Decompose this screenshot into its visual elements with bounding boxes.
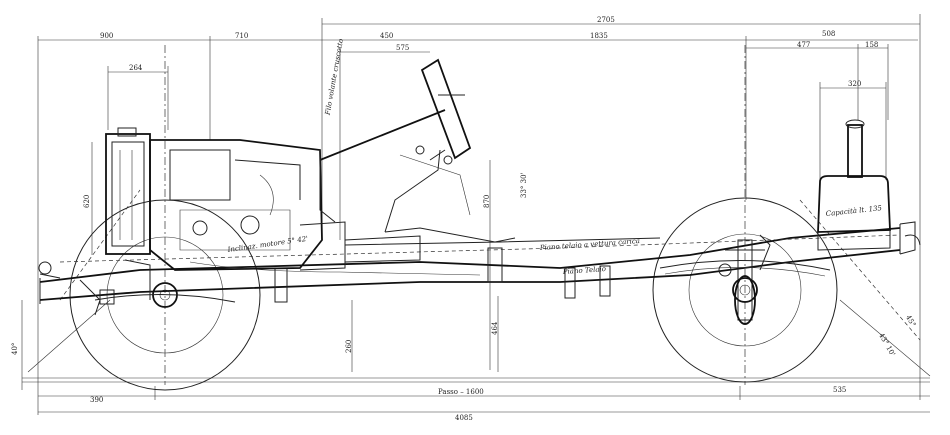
dim-front-overhang-top: 900 — [100, 32, 113, 40]
dim-approach-angle: 40° — [11, 343, 19, 355]
dim-steering-rake: 33° 30' — [520, 172, 528, 198]
dim-seat-offset: 575 — [396, 44, 409, 52]
rear-suspension — [718, 221, 921, 325]
engine-assembly — [105, 127, 481, 276]
steering-label: Filo volante cruscotto — [324, 38, 345, 117]
frame-plane-label: Piano Telaio — [562, 265, 607, 276]
dim-tank-width: 320 — [848, 80, 861, 88]
dim-radiator-height: 620 — [83, 195, 91, 208]
dim-wheelbase-top: 1835 — [590, 32, 608, 40]
dimension-labels: 2705 900 710 450 575 1835 508 477 158 32… — [11, 16, 917, 422]
tank-capacity-label: Capacità lt. 135 — [825, 204, 882, 218]
fuel-tank — [817, 119, 891, 251]
rear-wheel — [652, 197, 838, 383]
dim-rear-b: 158 — [865, 41, 878, 49]
dimension-lines — [21, 14, 931, 415]
dim-front-overhang-bottom: 390 — [90, 396, 103, 404]
front-details — [38, 259, 151, 316]
dim-radiator-offset: 264 — [129, 64, 143, 72]
chassis-frame — [39, 224, 901, 304]
dim-departure-angle: 45° — [904, 314, 917, 329]
steering-assembly — [319, 58, 661, 246]
dim-frame-height: 464 — [491, 321, 499, 335]
dim-overall-top: 2705 — [597, 16, 615, 24]
dim-angle-secondary: 43° 10' — [877, 332, 897, 358]
dim-overall-length: 4085 — [455, 414, 473, 422]
dim-engine-bay: 710 — [235, 32, 248, 40]
dim-seat-height: 870 — [483, 195, 491, 208]
dim-ground-clearance-front: 260 — [345, 340, 353, 353]
dim-wheelbase: Passo – 1600 — [438, 388, 484, 396]
dim-rear-overhang-bottom: 535 — [833, 386, 846, 394]
dim-cowl-to-seat: 450 — [380, 32, 393, 40]
dim-rear-a: 477 — [797, 41, 810, 49]
dim-rear-section: 508 — [822, 30, 835, 38]
engine-inclination-label: Inclinaz. motore 5° 42' — [226, 235, 308, 254]
